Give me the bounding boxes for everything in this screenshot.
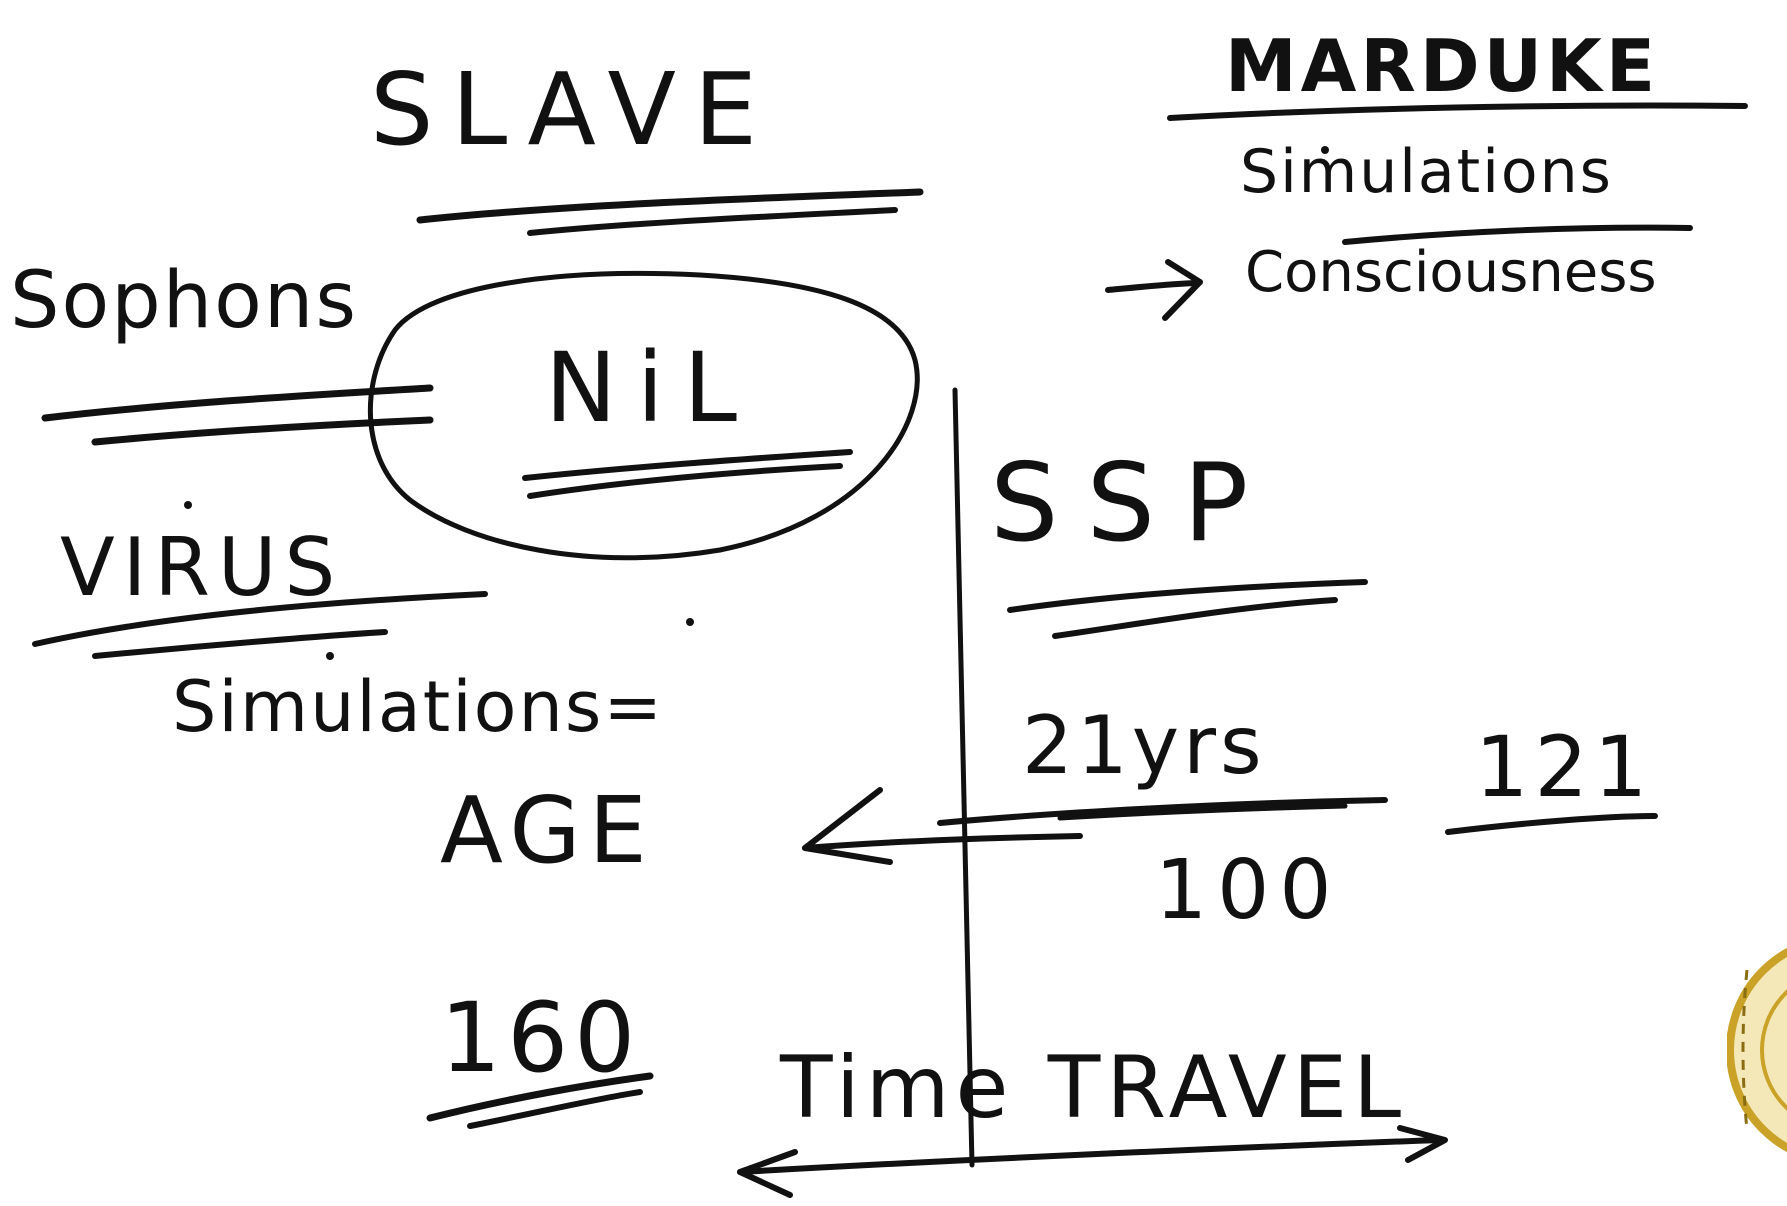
underline-ssp-2: [1052, 597, 1338, 639]
word-100: 100: [1155, 843, 1342, 938]
fraction-bar: [937, 797, 1388, 826]
word-ssp: SSP: [990, 441, 1277, 566]
ink-dot: [326, 652, 334, 660]
underline-virus: [32, 591, 488, 647]
time-travel-arrow-shaft: [737, 1137, 1443, 1175]
underline-sophons-2: [91, 416, 434, 446]
word-160: 160: [440, 982, 642, 1094]
underline-simulations-right: [1342, 224, 1693, 245]
word-121: 121: [1475, 718, 1654, 816]
word-marduke: MARDUKE: [1225, 24, 1660, 108]
underline-121: [1445, 813, 1658, 835]
consciousness-arrow-shaft: [1105, 280, 1198, 293]
time-travel-arrow-left-head: [737, 1149, 798, 1198]
ink-dot: [1321, 146, 1329, 154]
underline-160-2: [467, 1089, 643, 1129]
word-age: AGE: [440, 777, 655, 884]
word-nil: NiL: [545, 332, 757, 444]
word-consciousness: Consciousness: [1245, 240, 1657, 305]
word-virus: VIRUS: [60, 521, 344, 614]
underline-marduke: [1167, 102, 1748, 121]
age-arrow-head: [802, 787, 893, 865]
consciousness-arrow-head: [1162, 259, 1203, 321]
underline-ssp: [1007, 579, 1368, 613]
word-slave: SLAVE: [370, 51, 776, 168]
underline-nil: [527, 463, 843, 499]
fraction-bar-2: [1057, 803, 1348, 821]
divider-line: [952, 387, 975, 1168]
time-travel-arrow-right-head: [1397, 1125, 1448, 1163]
nil-circle: [367, 270, 920, 561]
underline-slave: [416, 188, 924, 224]
word-21yrs: 21yrs: [1022, 699, 1266, 792]
underline-virus-2: [92, 629, 388, 659]
seal-emblem: [1727, 930, 1787, 1170]
underline-nil-2: [522, 449, 853, 481]
underline-slave-2: [527, 207, 898, 236]
underline-sophons: [41, 384, 434, 422]
ink-dot: [184, 501, 192, 509]
underline-160: [426, 1072, 654, 1122]
ink-dot: [686, 618, 694, 626]
word-sophons: Sophons: [10, 256, 358, 346]
word-simulations-equals: Simulations=: [172, 666, 664, 748]
word-simulations-right: Simulations: [1240, 137, 1613, 207]
word-time-travel: Time TRAVEL: [780, 1038, 1408, 1138]
age-arrow-shaft: [802, 833, 1083, 851]
